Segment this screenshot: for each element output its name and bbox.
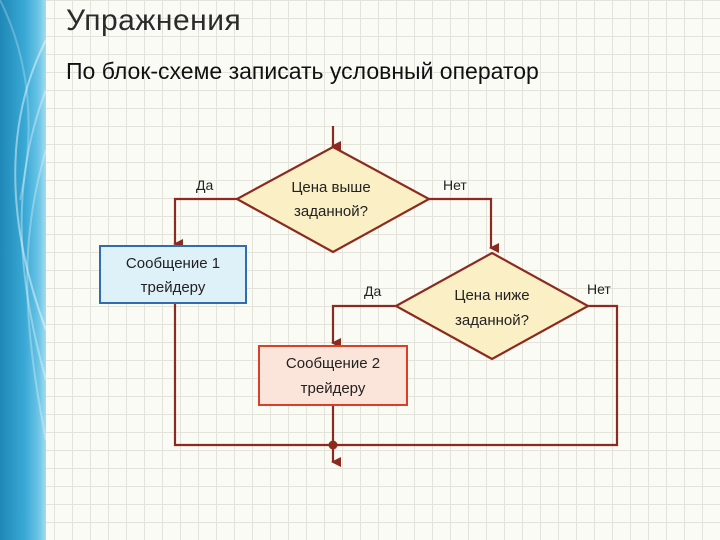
- flow-connectors: [173, 126, 619, 467]
- decision1-line1: Цена выше: [291, 179, 370, 196]
- message1-box: [99, 245, 247, 304]
- slide-subtitle: По блок-схеме записать условный оператор: [66, 58, 539, 84]
- no2-line: [333, 304, 619, 447]
- box1-line1: Сообщение 1: [126, 255, 220, 272]
- decision2-line2: заданной?: [455, 312, 529, 329]
- box2-line1: Сообщение 2: [286, 355, 380, 372]
- decision2-line1: Цена ниже: [454, 287, 529, 304]
- box2-line2: трейдеру: [301, 380, 366, 397]
- side-decor-swirl: [0, 0, 46, 441]
- yes1-label: Да: [196, 177, 213, 193]
- box1-line2: трейдеру: [141, 279, 206, 296]
- yes2-arrow: [331, 304, 396, 348]
- side-decor-band: [0, 0, 46, 540]
- no1-arrow: [429, 197, 499, 253]
- decision2-diamond: [393, 251, 591, 361]
- yes1-arrow: [173, 197, 237, 249]
- message2-box: [258, 345, 408, 406]
- box1-exit-line: [173, 303, 333, 447]
- no1-label: Нет: [443, 177, 467, 193]
- merge-point: [328, 440, 338, 450]
- slide-title: Упражнения: [66, 4, 242, 37]
- yes2-label: Да: [364, 283, 381, 299]
- no2-label: Нет: [587, 281, 611, 297]
- decision1-diamond: [234, 145, 432, 254]
- decision1-line2: заданной?: [294, 203, 368, 220]
